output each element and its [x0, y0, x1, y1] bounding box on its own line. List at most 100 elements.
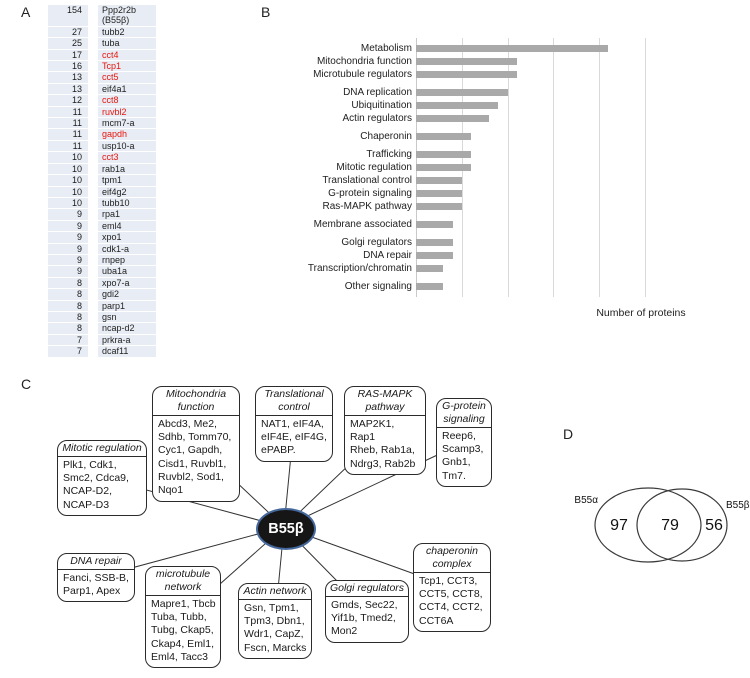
chart-bar-track [416, 115, 680, 122]
chart-category-label: Ubiquitination [351, 100, 412, 111]
gene-name: cct8 [98, 95, 156, 106]
chart-bar-row: Chaperonin [280, 130, 680, 143]
chart-bar [416, 177, 462, 184]
chart-bar-track [416, 58, 680, 65]
venn-left-ellipse [594, 487, 702, 563]
chart-x-axis-label: Number of proteins [596, 307, 686, 319]
table-row: 11 gapdh [48, 129, 158, 140]
chart-bar [416, 252, 453, 259]
chart-bar-track [416, 71, 680, 78]
network-group-title: Mitotic regulation [58, 441, 146, 457]
gene-name: cct3 [98, 152, 156, 163]
chart-bar-row: DNA repair [280, 249, 680, 262]
chart-category-label: Mitotic regulation [336, 162, 412, 173]
gene-name: rpa1 [98, 209, 156, 220]
protein-count: 9 [48, 232, 88, 243]
protein-count: 16 [48, 61, 88, 72]
protein-count: 9 [48, 266, 88, 277]
chart-bar-track [416, 283, 680, 290]
protein-count: 11 [48, 106, 88, 118]
network-group-title: DNA repair [58, 554, 134, 570]
network-group-title: Translational control [256, 387, 332, 416]
protein-count: 25 [48, 38, 88, 49]
chart-bar-row: Trafficking [280, 148, 680, 161]
gene-name: uba1a [98, 266, 156, 277]
chart-bar [416, 221, 453, 228]
venn-right-ellipse [636, 488, 728, 562]
chart-bar-track [416, 203, 680, 210]
venn-overlap-count: 79 [661, 517, 679, 534]
protein-count: 12 [48, 95, 88, 106]
chart-gridline [645, 38, 646, 297]
chart-bar-track [416, 239, 680, 246]
network-group-title: Mitochondria function [153, 387, 239, 416]
gene-name: Tcp1 [98, 61, 156, 72]
gene-name: parp1 [98, 300, 156, 311]
network-group-members: Abcd3, Me2, Sdhb, Tomm70, Cyc1, Gapdh, C… [158, 417, 232, 497]
gene-name: ncap-d2 [98, 323, 156, 334]
venn-right-label: B55β [726, 500, 750, 511]
gene-name: cdk1-a [98, 243, 156, 254]
gene-name: ruvbl2 [98, 106, 156, 118]
chart-bar-row: DNA replication [280, 86, 680, 99]
chart-bar-row: Actin regulators [280, 112, 680, 125]
chart-bar-row: Mitotic regulation [280, 161, 680, 174]
chart-bar [416, 203, 462, 210]
gene-name: xpo1 [98, 232, 156, 243]
chart-bar [416, 58, 517, 65]
chart-bar [416, 115, 490, 122]
protein-count: 10 [48, 163, 88, 175]
gene-name: eif4a1 [98, 83, 156, 95]
chart-bar [416, 265, 444, 272]
protein-count: 11 [48, 118, 88, 129]
chart-bar-row: G-protein signaling [280, 187, 680, 200]
protein-count: 9 [48, 209, 88, 220]
chart-bar-track [416, 177, 680, 184]
protein-count: 17 [48, 49, 88, 61]
gene-name: rnpep [98, 254, 156, 266]
network-edge [283, 442, 465, 528]
network-group-members: Gsn, Tpm1, Tpm3, Dbn1, Wdr1, CapZ, Fscn,… [244, 601, 307, 654]
chart-category-label: Membrane associated [313, 219, 412, 230]
chart-bar-row: Transcription/chromatin [280, 262, 680, 275]
chart-category-label: G-protein signaling [328, 188, 412, 199]
chart-category-label: Translational control [322, 175, 412, 186]
table-row: 16 Tcp1 [48, 61, 158, 72]
gene-name: gapdh [98, 129, 156, 140]
table-row: 11 ruvbl2 [48, 106, 158, 118]
table-row: 9 rpa1 [48, 209, 158, 220]
chart-bar-track [416, 221, 680, 228]
chart-category-label: Actin regulators [342, 113, 412, 124]
gene-name: gsn [98, 311, 156, 323]
protein-count: 11 [48, 129, 88, 140]
chart-bar [416, 102, 499, 109]
chart-bar [416, 89, 508, 96]
chart-bar-track [416, 133, 680, 140]
table-row: 12 cct8 [48, 95, 158, 106]
chart-bar-row: Mitochondria function [280, 55, 680, 68]
network-group-title: G-protein signaling [437, 399, 491, 428]
protein-count: 13 [48, 72, 88, 83]
gene-name: dcaf11 [98, 346, 156, 357]
gene-name: tpm1 [98, 175, 156, 186]
network-group-members: Reep6, Scamp3, Gnb1, Tm7. [442, 429, 484, 482]
gene-name: xpo7-a [98, 277, 156, 289]
protein-count: 7 [48, 346, 88, 357]
chart-bar [416, 151, 471, 158]
network-group-title: microtubule network [146, 567, 220, 596]
protein-count: 8 [48, 323, 88, 334]
